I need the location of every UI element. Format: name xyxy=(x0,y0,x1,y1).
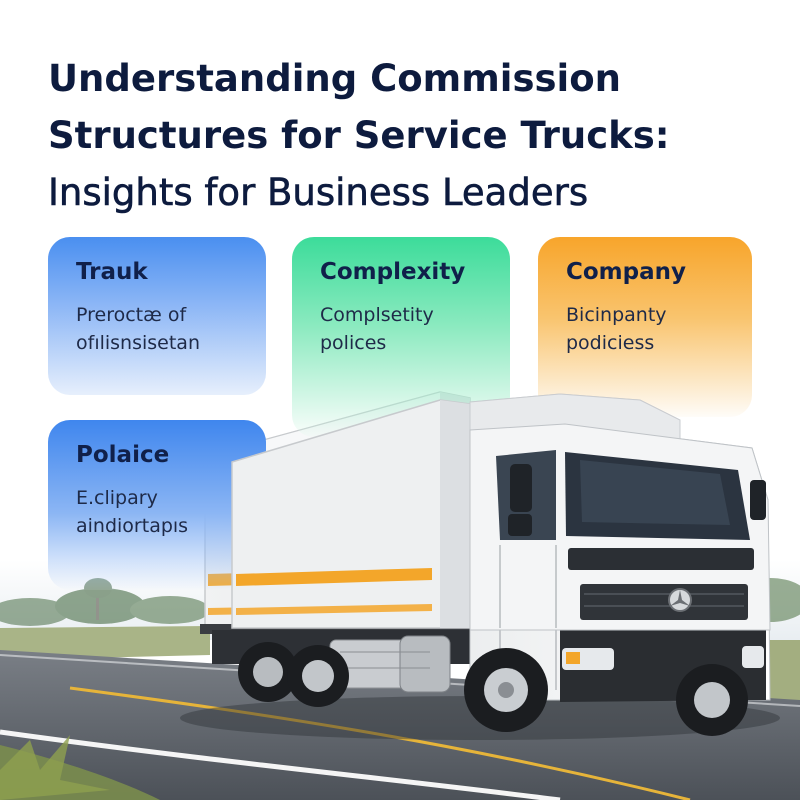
card-text-line-2: aindiortapıs xyxy=(76,515,189,537)
card-text-line-1: Bicinpanty xyxy=(566,304,667,326)
info-card-polaice: Polaice E.clipary aindiortapıs xyxy=(48,420,266,590)
card-text-line-1: E.clipary xyxy=(76,487,158,509)
road-center-line xyxy=(69,686,691,800)
mirror-right xyxy=(750,480,766,520)
road-edge-line xyxy=(0,729,561,800)
title-line-3: Insights for Business Leaders xyxy=(48,171,589,215)
card-text-line-1: Preroctæ of xyxy=(76,304,187,326)
info-card-complexity: Complexity Complsetity polices xyxy=(292,237,510,437)
grille xyxy=(580,584,748,620)
grille-top xyxy=(568,548,754,570)
grass-verge xyxy=(0,626,210,660)
card-text-line-2: podiciess xyxy=(566,332,655,354)
headlight-right xyxy=(742,646,764,668)
card-heading: Complexity xyxy=(320,259,466,285)
truck-wheels xyxy=(238,642,748,736)
info-card-company: Company Bicinpanty podiciess xyxy=(538,237,752,417)
card-heading: Company xyxy=(566,259,686,285)
card-text-line-1: Complsetity xyxy=(320,304,434,326)
title-line-2: Structures for Service Trucks: xyxy=(48,114,670,157)
card-heading: Polaice xyxy=(76,442,170,468)
card-text-line-2: ofılisnsisetan xyxy=(76,332,200,354)
card-heading: Trauk xyxy=(76,259,148,285)
mirror-left xyxy=(510,464,532,512)
page-title: Understanding Commission Structures for … xyxy=(48,50,768,221)
info-card-trauk: Trauk Preroctæ of ofılisnsisetan xyxy=(48,237,266,395)
title-line-1: Understanding Commission xyxy=(48,57,621,100)
card-text-line-2: polices xyxy=(320,332,387,354)
